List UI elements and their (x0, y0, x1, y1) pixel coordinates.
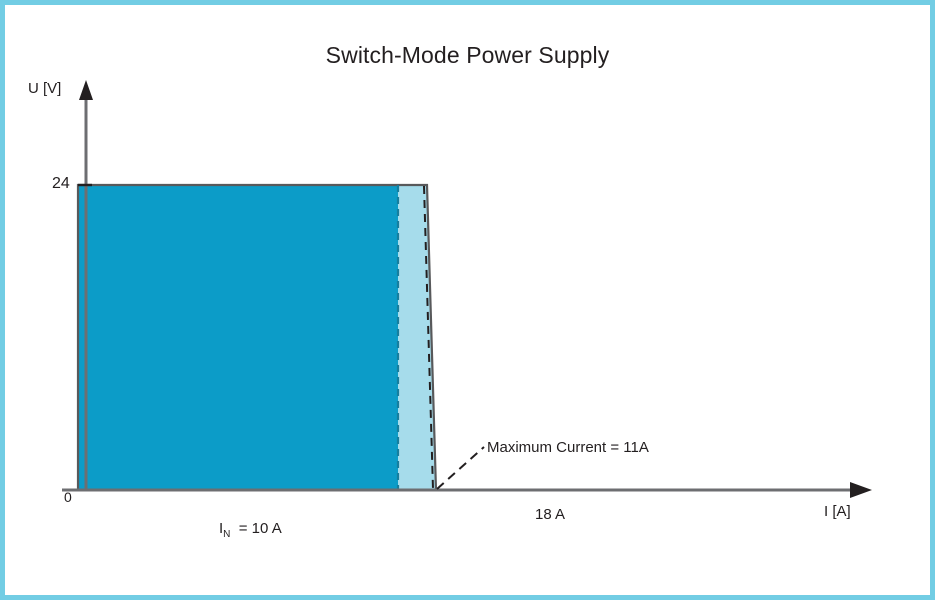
maximum-current-dashed-line (423, 185, 434, 490)
x-tick-label-18a: 18 A (535, 506, 566, 523)
y-axis-arrowhead (79, 80, 93, 100)
y-tick-label-24: 24 (52, 175, 70, 192)
characteristic-outline (76, 183, 438, 491)
x-axis-arrowhead (850, 482, 872, 498)
nominal-current-label: IN = 10 A (219, 520, 282, 540)
nominal-current-value: = 10 A (238, 520, 282, 537)
y-axis-label: U [V] (28, 80, 62, 97)
nominal-current-subscript: N (223, 529, 231, 540)
region-nominal-operating (78, 185, 398, 490)
origin-label: 0 (64, 489, 72, 505)
annotation-leader-line (436, 446, 485, 490)
region-overload-reserve (398, 185, 436, 490)
x-axis-label: I [A] (824, 503, 851, 520)
nominal-current-symbol: I (219, 520, 224, 537)
maximum-current-annotation: Maximum Current = 11A (487, 439, 649, 456)
page-title: Switch-Mode Power Supply (325, 42, 610, 68)
